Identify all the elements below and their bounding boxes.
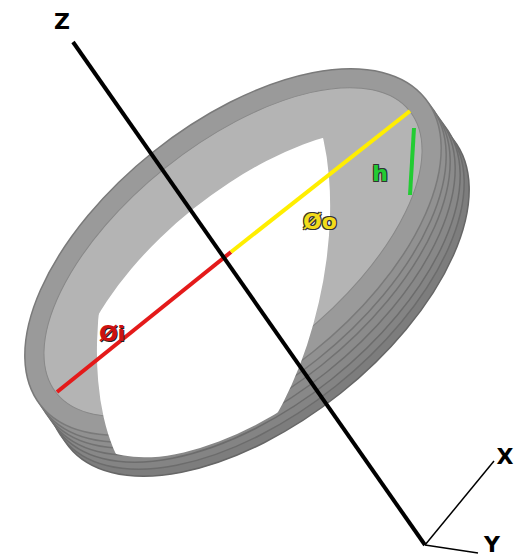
dimension-label: Øi [99, 323, 125, 345]
dimension-label: Øo [303, 211, 337, 233]
inner-diameter-line [57, 252, 231, 392]
y-axis [425, 545, 478, 553]
x-axis [425, 461, 494, 545]
ring-band [0, 0, 520, 547]
axis-label: Z [54, 11, 70, 33]
axis-label: Y [484, 534, 500, 556]
outer-diameter-line [231, 111, 410, 252]
axis-label: X [497, 446, 514, 468]
z-axis [73, 42, 425, 545]
dimension-label: h [372, 163, 388, 185]
height-line [410, 128, 414, 195]
